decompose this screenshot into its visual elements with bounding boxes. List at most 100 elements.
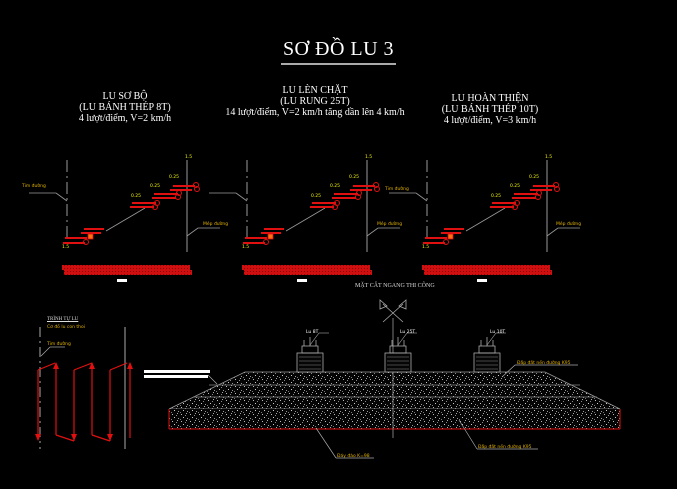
bottom-label: Đáy đào K=98 bbox=[337, 454, 370, 459]
subgrade-layer bbox=[64, 270, 192, 275]
roller-marker-icon bbox=[267, 233, 274, 240]
stage-3-name: LU HOÀN THIỆN bbox=[451, 93, 529, 104]
roller-wheel-icon bbox=[553, 182, 559, 188]
roller-pass-bar bbox=[170, 189, 192, 191]
roller-marker-icon bbox=[87, 233, 94, 240]
roller-wheel-icon bbox=[535, 194, 541, 200]
stage-2-roller: (LU RUNG 25T) bbox=[280, 96, 350, 107]
slope-leader bbox=[285, 207, 326, 232]
sequence-subtitle: Cơ đồ lu con thoi bbox=[47, 325, 86, 330]
stage-3-roller: (LU BÁNH THÉP 10T) bbox=[441, 104, 539, 115]
stage-3-spec: 4 lượt/điểm, V=3 km/h bbox=[443, 115, 537, 126]
scale-tag bbox=[477, 279, 487, 282]
centerline-marker-icon bbox=[379, 299, 407, 323]
roller-pass-bar bbox=[243, 242, 265, 244]
roller-pass-bar bbox=[245, 237, 267, 239]
roller-wheel-icon bbox=[554, 186, 560, 192]
stage-3-header: LU HOÀN THIỆN (LU BÁNH THÉP 10T) 4 lượt/… bbox=[420, 93, 560, 126]
roller-pass-bar bbox=[84, 228, 104, 230]
roller-wheel-icon bbox=[374, 186, 380, 192]
top-layer-label: Đắp đất nền đường K95 bbox=[517, 361, 571, 366]
roller-pass-bar bbox=[152, 197, 176, 199]
roller-pass-bar bbox=[154, 193, 178, 195]
profile-2: 1.50.250.250.251.5 bbox=[209, 154, 400, 282]
lower-layer-label: Đắp đất nền đường K95 bbox=[478, 445, 532, 450]
slope-leader bbox=[105, 207, 146, 232]
roller-pass-bar bbox=[353, 185, 375, 187]
roller-pass-bar bbox=[65, 237, 87, 239]
roller-marker-icon bbox=[447, 233, 454, 240]
sequence-title: TRÌNH TỰ LU bbox=[47, 317, 79, 322]
slope-leader bbox=[465, 207, 506, 232]
roller-wheel-icon bbox=[193, 182, 199, 188]
dimension-label: 1.5 bbox=[422, 244, 429, 250]
sequence-diagram bbox=[35, 327, 133, 449]
roller-pass-bar bbox=[63, 242, 85, 244]
scale-tag bbox=[117, 279, 127, 282]
roller-wheel-icon bbox=[334, 200, 340, 206]
dimension-label: 1.5 bbox=[545, 154, 552, 160]
roller-wheel-icon bbox=[514, 200, 520, 206]
subgrade-layer bbox=[244, 270, 372, 275]
roller-pass-bar bbox=[264, 228, 284, 230]
roller-pass-bar bbox=[132, 202, 156, 204]
embankment-fill bbox=[168, 371, 621, 410]
roller-wheel-icon bbox=[443, 239, 449, 245]
stage-1-name: LU SƠ BỘ bbox=[102, 91, 148, 102]
dimension-label: 1.5 bbox=[185, 154, 192, 160]
roller-pass-bar bbox=[490, 206, 514, 208]
roller-wheel-icon bbox=[154, 200, 160, 206]
roller-pass-bar bbox=[312, 202, 336, 204]
roller-wheel-icon bbox=[176, 190, 182, 196]
profile-3: 1.50.250.250.251.5 bbox=[389, 154, 580, 282]
roller-pass-bar bbox=[492, 202, 516, 204]
stage-2-spec: 14 lượt/điểm, V=2 km/h tăng dần lên 4 km… bbox=[225, 107, 405, 118]
centerline-label-2: Tim đường bbox=[385, 187, 409, 192]
legend-bar-2 bbox=[144, 375, 208, 378]
legend-bar-1 bbox=[144, 370, 210, 373]
dimension-label: 0.25 bbox=[510, 183, 520, 189]
profile-1: 1.50.250.250.251.5 bbox=[29, 154, 220, 282]
roller-3-icon bbox=[473, 332, 506, 373]
roller-pass-bar bbox=[512, 197, 536, 199]
subgrade-layer bbox=[422, 265, 550, 270]
stage-2-name: LU LÈN CHẶT bbox=[282, 85, 348, 96]
dimension-label: 1.5 bbox=[242, 244, 249, 250]
roller-wheel-icon bbox=[263, 239, 269, 245]
roller-tag-2: Lu 25T bbox=[400, 330, 416, 335]
roller-pass-bar bbox=[533, 185, 555, 187]
road-edge-label-3: Mép đường bbox=[556, 222, 582, 227]
subgrade-layer bbox=[62, 265, 190, 270]
roller-pass-bar bbox=[332, 197, 356, 199]
roller-pass-bar bbox=[261, 232, 281, 234]
road-edge-label-1: Mép đường bbox=[203, 222, 229, 227]
dimension-label: 1.5 bbox=[62, 244, 69, 250]
roller-wheel-icon bbox=[194, 186, 200, 192]
roller-pass-bar bbox=[425, 237, 447, 239]
roller-wheel-icon bbox=[355, 194, 361, 200]
stage-1-roller: (LU BÁNH THÉP 8T) bbox=[79, 102, 171, 113]
roller-pass-bar bbox=[350, 189, 372, 191]
roller-wheel-icon bbox=[175, 194, 181, 200]
roller-pass-bar bbox=[514, 193, 538, 195]
road-edge-label-2: Mép đường bbox=[377, 222, 403, 227]
stage-1-header: LU SƠ BỘ (LU BÁNH THÉP 8T) 4 lượt/điểm, … bbox=[55, 91, 195, 124]
roller-pass-bar bbox=[310, 206, 334, 208]
roller-pass-bar bbox=[81, 232, 101, 234]
dimension-label: 1.5 bbox=[365, 154, 372, 160]
dimension-label: 0.25 bbox=[169, 174, 179, 180]
dimension-label: 0.25 bbox=[349, 174, 359, 180]
dimension-label: 0.25 bbox=[311, 193, 321, 199]
roller-pass-bar bbox=[423, 242, 445, 244]
stage-1-spec: 4 lượt/điểm, V=2 km/h bbox=[78, 113, 172, 124]
cross-section-caption: MẶT CẮT NGANG THI CÔNG bbox=[355, 283, 435, 289]
roller-pass-bar bbox=[334, 193, 358, 195]
stage-2-header: LU LÈN CHẶT (LU RUNG 25T) 14 lượt/điểm, … bbox=[215, 85, 415, 118]
cross-section bbox=[144, 299, 621, 459]
roller-pass-bar bbox=[530, 189, 552, 191]
roller-pass-bar bbox=[444, 228, 464, 230]
roller-pass-bar bbox=[130, 206, 154, 208]
roller-wheel-icon bbox=[83, 239, 89, 245]
drawing-title: SƠ ĐỒ LU 3 bbox=[0, 38, 677, 65]
